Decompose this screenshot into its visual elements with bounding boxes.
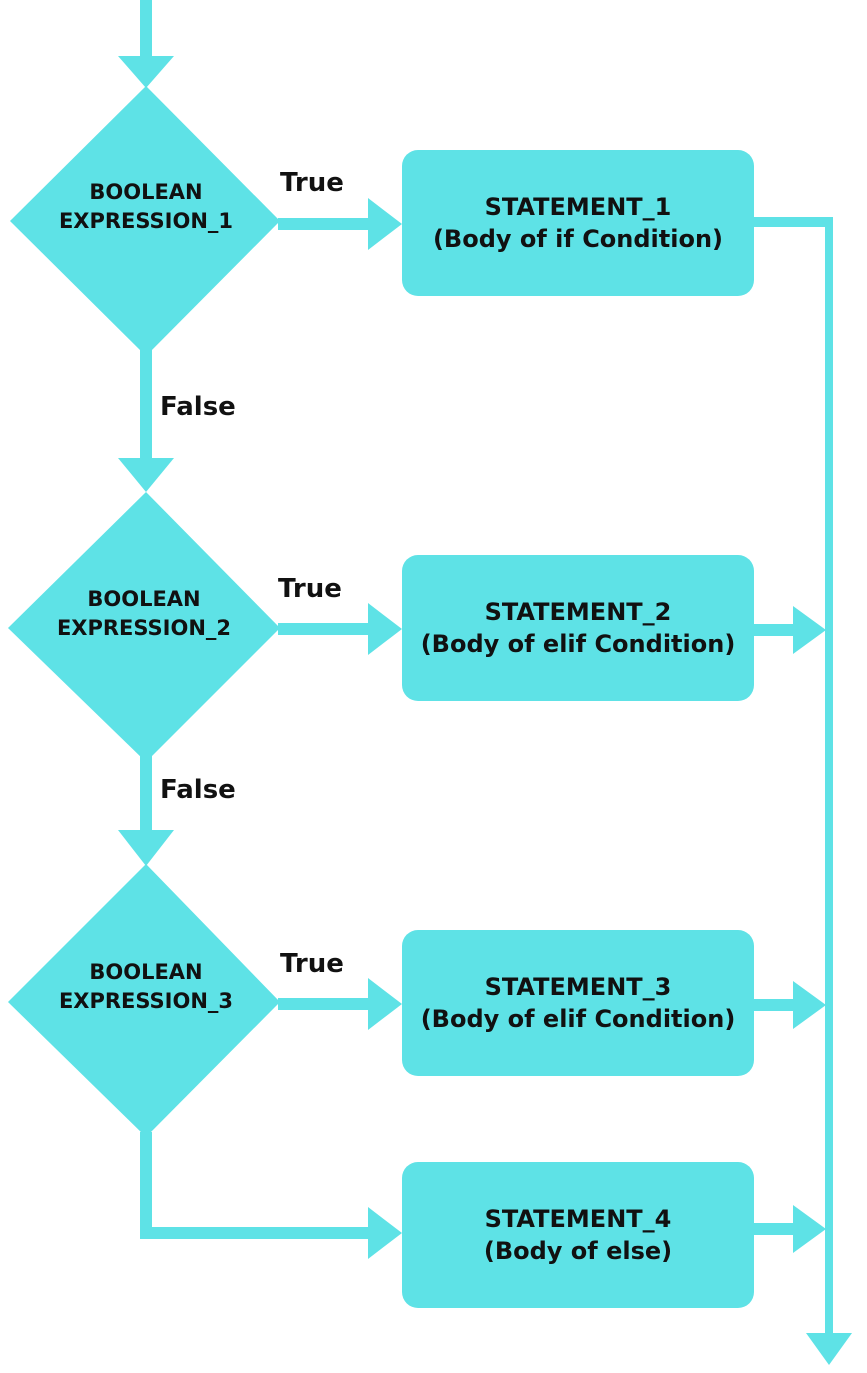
- decision-diamond-3: [8, 864, 280, 1137]
- false-line-2: [140, 756, 152, 836]
- decision-label-line1: BOOLEAN: [89, 960, 203, 984]
- false-arrowhead-2: [118, 830, 174, 866]
- statement-box-4: STATEMENT_4 (Body of else): [402, 1162, 754, 1308]
- statement-box-3: STATEMENT_3 (Body of elif Condition): [402, 930, 754, 1076]
- decision-label-line2: EXPRESSION_3: [58, 989, 234, 1014]
- decision-label-line2: EXPRESSION_2: [56, 616, 232, 641]
- decision-label-3: BOOLEAN EXPRESSION_3: [16, 958, 276, 1017]
- stmt2-exit-arrowhead: [793, 606, 826, 654]
- statement-subtitle: (Body of elif Condition): [420, 1005, 736, 1033]
- else-line-across: [140, 1227, 372, 1239]
- statement-title: STATEMENT_3: [484, 972, 672, 1001]
- decision-label-2: BOOLEAN EXPRESSION_2: [14, 585, 274, 644]
- true-label-2: True: [278, 574, 342, 604]
- false-label-1: False: [160, 392, 236, 422]
- entry-line: [140, 0, 152, 60]
- true-line-2: [278, 623, 372, 635]
- else-line-down: [140, 1132, 152, 1239]
- true-label-1: True: [280, 168, 344, 198]
- statement-subtitle: (Body of elif Condition): [420, 630, 736, 658]
- false-arrowhead-1: [118, 458, 174, 492]
- stmt4-exit-line: [754, 1223, 796, 1235]
- stmt1-exit-line: [754, 217, 833, 227]
- statement-box-2: STATEMENT_2 (Body of elif Condition): [402, 555, 754, 701]
- decision-diamond-2: [8, 492, 280, 762]
- decision-label-line1: BOOLEAN: [89, 180, 203, 204]
- true-arrowhead-3: [368, 978, 402, 1030]
- stmt4-exit-arrowhead: [793, 1205, 826, 1253]
- statement-title: STATEMENT_1: [484, 192, 672, 221]
- statement-box-1: STATEMENT_1 (Body of if Condition): [402, 150, 754, 296]
- true-arrowhead-2: [368, 603, 402, 655]
- exit-arrowhead: [806, 1333, 852, 1365]
- true-line-1: [278, 218, 372, 230]
- true-arrowhead-1: [368, 198, 402, 250]
- false-label-2: False: [160, 775, 236, 805]
- statement-subtitle: (Body of if Condition): [432, 225, 724, 253]
- merge-line: [825, 217, 833, 1337]
- statement-title: STATEMENT_4: [484, 1204, 672, 1233]
- decision-label-line2: EXPRESSION_1: [58, 209, 234, 234]
- else-arrowhead: [368, 1207, 402, 1259]
- false-line-1: [140, 350, 152, 462]
- stmt2-exit-line: [754, 624, 796, 636]
- stmt3-exit-arrowhead: [793, 981, 826, 1029]
- statement-subtitle: (Body of else): [483, 1237, 673, 1265]
- stmt3-exit-line: [754, 999, 796, 1011]
- true-label-3: True: [280, 949, 344, 979]
- statement-title: STATEMENT_2: [484, 597, 672, 626]
- decision-label-1: BOOLEAN EXPRESSION_1: [16, 178, 276, 237]
- entry-arrowhead: [118, 56, 174, 88]
- true-line-3: [278, 998, 372, 1010]
- decision-label-line1: BOOLEAN: [87, 587, 201, 611]
- decision-diamond-1: [10, 86, 280, 356]
